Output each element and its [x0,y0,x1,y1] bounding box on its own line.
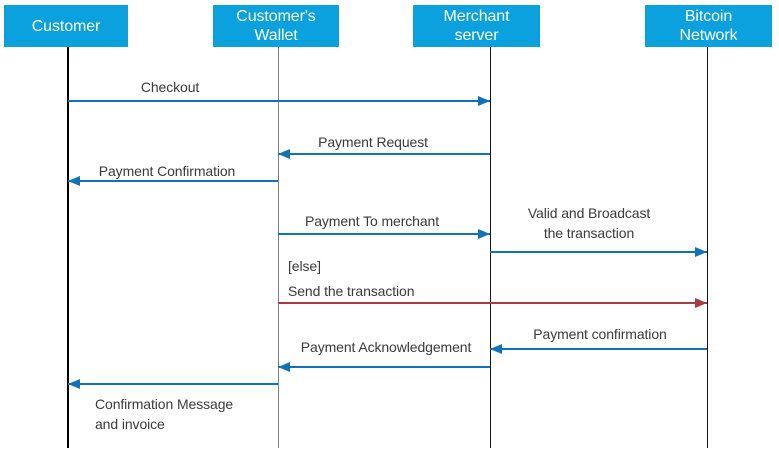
actor-label: Customer [31,17,101,35]
message-label-line: Payment confirmation [533,326,667,342]
message-label-valid-and-broadcast-the-transaction: Valid and Broadcast the transaction [528,203,650,243]
message-arrowhead-payment-confirmation [68,176,80,186]
lifeline-customers-wallet [277,47,279,448]
message-arrowhead-payment-request [278,149,290,159]
actor-label: Bitcoin [684,8,733,25]
actor-label: Merchant [443,8,510,25]
message-line-payment-confirmation-from-network [490,348,707,350]
message-line-send-the-transaction [278,302,707,304]
message-line-payment-request [278,153,490,155]
message-label-line: the transaction [543,225,635,241]
message-label-line: Payment Confirmation [98,163,236,179]
message-label-line: [else] [288,258,321,274]
actor-label: server [454,27,499,44]
message-label-payment-to-merchant: Payment To merchant [305,211,439,231]
message-arrowhead-checkout [478,96,490,106]
message-arrowhead-valid-and-broadcast-the-transaction [695,247,707,257]
message-line-checkout [68,100,490,102]
message-label-line: Confirmation Message [95,396,234,412]
message-label-line: Payment To merchant [304,213,440,229]
lifeline-bitcoin-network [706,47,708,448]
actor-box-merchant-server: Merchant server [413,5,540,47]
actor-label: Customer's [236,8,316,25]
message-line-valid-and-broadcast-the-transaction [490,251,707,253]
actor-label: Network [679,27,738,44]
message-line-payment-acknowledgement [278,366,490,368]
message-arrowhead-send-the-transaction [695,298,707,308]
message-label-line: Payment Request [318,134,428,150]
message-label-send-the-transaction: Send the transaction [288,281,415,301]
lifeline-merchant-server [489,47,491,448]
actor-box-customer: Customer [4,5,128,47]
message-line-payment-to-merchant [278,233,490,235]
message-arrowhead-payment-confirmation-from-network [490,344,502,354]
message-label-line: Payment Acknowledgement [300,339,472,355]
message-line-confirmation-message-and-invoice [68,383,278,385]
message-label-confirmation-message-and-invoice: Confirmation Message and invoice [95,394,233,434]
message-label-line: Send the transaction [288,283,415,299]
message-label-line: Valid and Broadcast [527,205,651,221]
message-label-payment-confirmation-from-network: Payment confirmation [533,324,667,344]
message-label-line: Checkout [140,79,200,95]
message-label-send-the-transaction: [else] [288,256,321,276]
message-arrowhead-payment-acknowledgement [278,362,290,372]
message-label-checkout: Checkout [141,77,199,97]
message-label-payment-request: Payment Request [318,132,428,152]
actor-label: Wallet [254,27,298,44]
message-label-payment-acknowledgement: Payment Acknowledgement [300,337,472,357]
message-line-payment-confirmation [68,180,278,182]
lifeline-customer [67,47,69,448]
message-label-payment-confirmation: Payment Confirmation [99,161,236,181]
message-arrowhead-payment-to-merchant [478,229,490,239]
message-arrowhead-confirmation-message-and-invoice [68,379,80,389]
message-label-line: and invoice [95,416,165,432]
